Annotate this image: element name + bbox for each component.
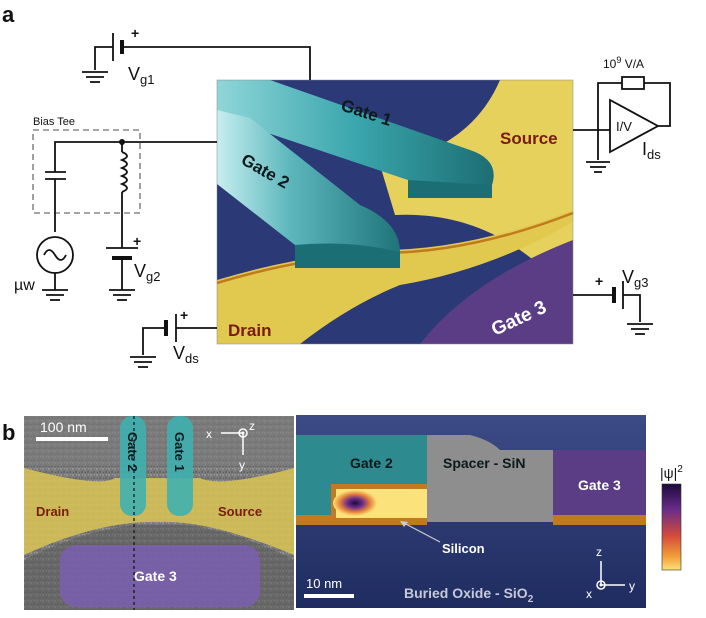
- cs-ax-y: y: [629, 579, 635, 593]
- device-render: Gate 1 Gate 2 Gate 3 Source Drain: [216, 79, 574, 345]
- sem-scale-label: 100 nm: [40, 419, 87, 435]
- cs-silicon-label: Silicon: [442, 541, 485, 556]
- vg2-label: Vg2: [134, 261, 160, 284]
- sem-axes-dot: [241, 431, 245, 435]
- vg1-circuit: [82, 33, 311, 83]
- sem-image: [24, 416, 294, 610]
- panel-label-b: b: [2, 420, 15, 445]
- vds-circuit: [130, 314, 217, 368]
- vg3-plus: +: [595, 273, 603, 289]
- sem-gate1-label: Gate 1: [172, 432, 187, 472]
- bias-tee-circuit: [36, 141, 217, 301]
- render-source-label: Source: [500, 129, 558, 148]
- render-drain-label: Drain: [228, 321, 271, 340]
- gain-label: 109 V/A: [603, 55, 644, 71]
- bias-tee-box: [32, 129, 141, 214]
- iv-label: I/V: [616, 119, 632, 134]
- vg3-circuit: [573, 281, 653, 335]
- colorbar-label: |ψ|2: [660, 464, 683, 481]
- vds-label: Vds: [173, 343, 199, 366]
- cs-gate2-label: Gate 2: [350, 455, 393, 471]
- cs-oxide-label: Buried Oxide - SiO2: [404, 585, 534, 605]
- cs-ax-x: x: [586, 587, 592, 601]
- vg3-label: Vg3: [622, 267, 648, 290]
- cs-ax-z: z: [596, 545, 602, 559]
- cs-axes-dot: [599, 583, 603, 587]
- cs-spacer-label: Spacer - SiN: [443, 455, 525, 471]
- cs-gate3-label: Gate 3: [578, 477, 621, 493]
- ids-label: Ids: [642, 139, 661, 162]
- vg1-plus: +: [131, 25, 139, 41]
- sem-source-label: Source: [218, 504, 262, 519]
- vg1-label: Vg1: [128, 64, 154, 87]
- bias-tee-label: Bias Tee: [33, 116, 75, 128]
- sem-axes: [221, 428, 248, 455]
- panel-label-a: a: [2, 2, 15, 27]
- sem-ax-z: z: [249, 419, 255, 433]
- cs-scale-label: 10 nm: [306, 576, 342, 591]
- vg2-plus: +: [133, 233, 141, 249]
- cross-section: [296, 415, 682, 608]
- iv-amplifier: [573, 76, 671, 173]
- cs-axes: [596, 561, 625, 590]
- sem-gate3-label: Gate 3: [134, 568, 177, 584]
- bias-tee-node: [119, 139, 125, 145]
- microwave-label: µw: [14, 277, 35, 294]
- sem-drain-label: Drain: [36, 504, 69, 519]
- sem-ax-x: x: [206, 427, 212, 441]
- sem-gate2-label: Gate 2: [125, 432, 140, 472]
- vds-plus: +: [180, 307, 188, 323]
- sem-ax-y: y: [239, 458, 245, 472]
